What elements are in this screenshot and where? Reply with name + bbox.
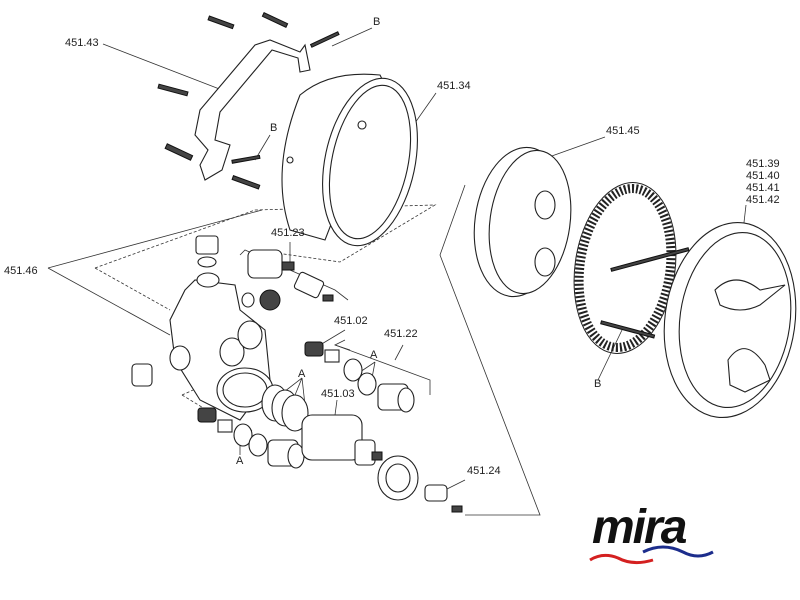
mounting-ring xyxy=(573,182,690,354)
label-451-39: 451.39 xyxy=(746,158,780,170)
label-451-24: 451.24 xyxy=(467,465,501,477)
logo-waves xyxy=(589,545,714,565)
mounting-bracket xyxy=(157,12,340,190)
label-451-46: 451.46 xyxy=(4,265,38,277)
label-451-42: 451.42 xyxy=(746,194,780,206)
mira-logo: mira xyxy=(588,500,718,572)
label-a-left: A xyxy=(236,455,244,467)
logo-wordmark: mira xyxy=(592,501,687,554)
label-b-top: B xyxy=(373,16,381,28)
label-451-40: 451.40 xyxy=(746,170,780,182)
label-a-center: A xyxy=(298,368,306,380)
label-b-mid: B xyxy=(270,122,278,134)
label-451-45: 451.45 xyxy=(606,125,640,137)
label-451-41: 451.41 xyxy=(746,182,780,194)
flow-cartridge xyxy=(241,249,334,311)
backplate xyxy=(473,146,572,298)
label-451-34: 451.34 xyxy=(437,80,471,92)
sleeve xyxy=(281,73,418,247)
label-451-03: 451.03 xyxy=(321,388,355,400)
thermostatic-cartridge xyxy=(301,414,463,513)
label-b-bottom: B xyxy=(594,378,602,390)
cover-assembly xyxy=(663,221,797,419)
valve-body xyxy=(131,235,274,421)
label-451-22: 451.22 xyxy=(384,328,418,340)
check-valve-parts xyxy=(197,341,415,469)
label-451-02: 451.02 xyxy=(334,315,368,327)
label-451-23: 451.23 xyxy=(271,227,305,239)
label-a-right: A xyxy=(370,349,378,361)
label-451-43: 451.43 xyxy=(65,37,99,49)
